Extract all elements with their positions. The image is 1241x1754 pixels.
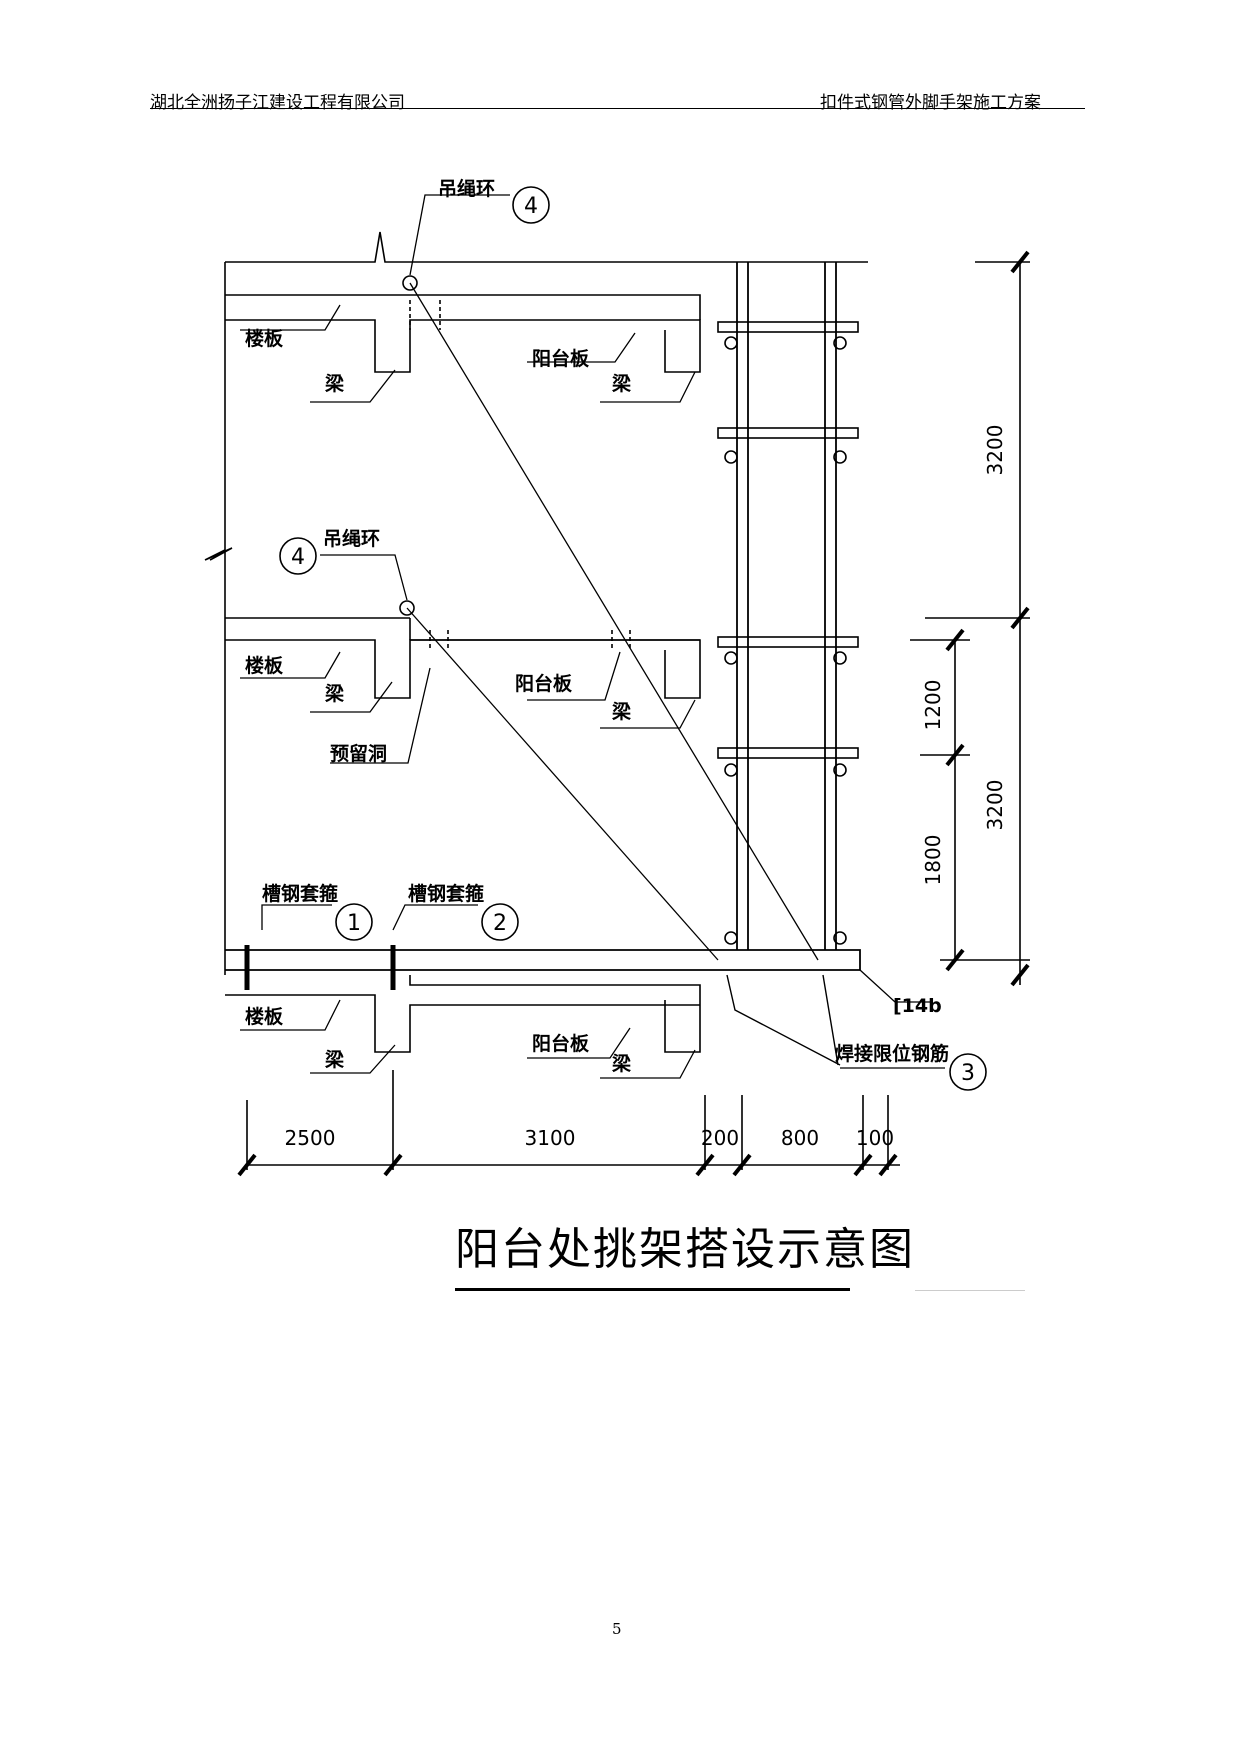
dim-800: 800 — [781, 1126, 819, 1150]
label-reserved-hole: 预留洞 — [330, 743, 387, 765]
callout-1-text: 1 — [347, 911, 361, 936]
callout-4-top-text: 4 — [524, 194, 538, 219]
label-beam-3: 梁 — [324, 682, 345, 705]
dim-100: 100 — [856, 1126, 894, 1150]
caption-faint-line — [915, 1290, 1025, 1291]
callout-3 — [949, 1053, 987, 1091]
caption-underline — [455, 1288, 850, 1291]
dim-3100: 3100 — [525, 1126, 576, 1150]
label-channel-anchor-1: 槽钢套箍 — [262, 882, 338, 905]
label-beam-5: 梁 — [324, 1048, 345, 1071]
dim-3200-lower: 3200 — [983, 780, 1007, 831]
callout-4-mid — [279, 537, 317, 575]
callout-2-text: 2 — [493, 911, 507, 936]
callout-1 — [335, 903, 373, 941]
label-balcony-slab-1: 阳台板 — [532, 347, 590, 370]
dim-2500: 2500 — [285, 1126, 336, 1150]
label-channel-anchor-2: 槽钢套箍 — [408, 882, 484, 905]
label-floor-slab-1: 楼板 — [245, 327, 284, 350]
label-beam-2: 梁 — [611, 372, 632, 395]
callout-3-text: 3 — [961, 1061, 975, 1086]
callout-2 — [481, 903, 519, 941]
dim-1200: 1200 — [921, 680, 945, 731]
figure-caption: 阳台处挑架搭设示意图 — [455, 1224, 915, 1275]
label-beam-6: 梁 — [611, 1052, 632, 1075]
dim-3200-upper: 3200 — [983, 425, 1007, 476]
dim-1800: 1800 — [921, 835, 945, 886]
label-balcony-slab-3: 阳台板 — [532, 1032, 590, 1055]
label-balcony-slab-2: 阳台板 — [515, 672, 573, 695]
label-lifting-ring-top: 吊绳环 — [438, 177, 495, 200]
label-beam-4: 梁 — [611, 700, 632, 723]
dim-200: 200 — [701, 1126, 739, 1150]
callout-4-top — [512, 186, 550, 224]
label-beam-1: 梁 — [324, 372, 345, 395]
channel-steel-beam — [225, 949, 861, 971]
upper-tie-rod — [409, 282, 819, 961]
label-floor-slab-2: 楼板 — [245, 654, 284, 677]
label-lifting-ring-mid: 吊绳环 — [323, 527, 380, 550]
scaffold-pole-inner — [736, 262, 749, 950]
label-weld-bar: 焊接限位钢筋 — [835, 1042, 949, 1065]
lower-tie-rod — [406, 607, 719, 961]
scaffold-pole-outer — [824, 262, 837, 950]
wall-break-mark — [204, 547, 233, 561]
header-rule — [150, 108, 1085, 109]
label-floor-slab-3: 楼板 — [245, 1005, 284, 1028]
top-break-line — [225, 231, 868, 263]
label-channel-steel: [14b — [893, 995, 942, 1017]
callout-4-mid-text: 4 — [291, 545, 305, 570]
page-number: 5 — [612, 1620, 622, 1638]
